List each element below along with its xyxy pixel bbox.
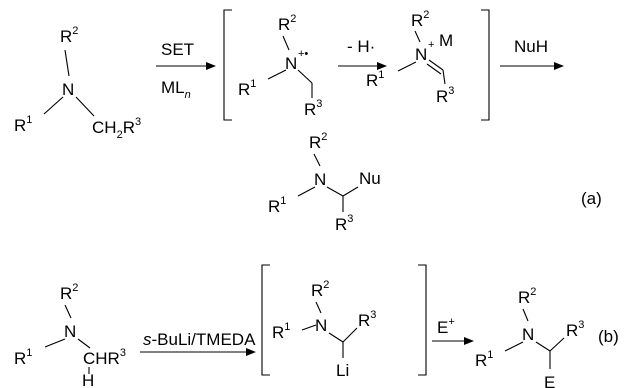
bond-n-c bbox=[326, 186, 344, 197]
r1-label: R1 bbox=[14, 347, 32, 368]
amine-b: R2 N R1 CHR3 H bbox=[14, 282, 126, 388]
n-atom: N bbox=[64, 322, 76, 341]
bond-n-c bbox=[77, 338, 91, 349]
r1-label: R1 bbox=[14, 114, 32, 135]
n-atom: N bbox=[314, 170, 326, 189]
bond-n-r2 bbox=[282, 35, 290, 51]
chr3-label: CHR3 bbox=[83, 347, 126, 368]
arrow-h-loss: - H· bbox=[338, 37, 387, 70]
r3-label: R3 bbox=[304, 98, 322, 119]
n-atom: N bbox=[62, 80, 74, 99]
bond-n-r2 bbox=[313, 153, 321, 167]
r1-label: R1 bbox=[366, 69, 384, 90]
arrow-set-head bbox=[206, 62, 216, 70]
bond-n-c-double-2 bbox=[426, 63, 442, 75]
bond-n-r1 bbox=[44, 338, 66, 348]
bond-n-r1 bbox=[504, 341, 524, 352]
iminium-charge: + bbox=[428, 39, 434, 51]
iminium-intermediate: R2 N + M R1 R3 bbox=[366, 9, 454, 106]
h-atom: H bbox=[82, 371, 94, 388]
bond-c-r3 bbox=[549, 337, 565, 352]
bond-c-nu bbox=[342, 186, 359, 197]
r3-label: R3 bbox=[358, 309, 376, 330]
arrow-electrophile-head bbox=[464, 337, 474, 345]
arrow-electrophile: E+ bbox=[432, 316, 474, 345]
arrow-set: SET MLn bbox=[156, 40, 216, 101]
bracket-left bbox=[223, 9, 232, 121]
radical-cation: R2 N +• R1 R3 bbox=[238, 13, 322, 119]
arrow-h-loss-head bbox=[377, 62, 387, 70]
bond-c-r3 bbox=[342, 327, 358, 343]
r3-label: R3 bbox=[335, 213, 353, 234]
metal-label: M bbox=[439, 31, 453, 50]
bond-n-c bbox=[328, 332, 344, 343]
r1-label: R1 bbox=[268, 195, 286, 216]
r2-label: R2 bbox=[278, 13, 296, 34]
scheme-b-label: (b) bbox=[598, 327, 619, 346]
r1-label: R1 bbox=[272, 321, 290, 342]
radical-cation-charge: +• bbox=[298, 48, 308, 60]
n-atom: N bbox=[285, 54, 297, 73]
product-b: R2 N R1 R3 E bbox=[475, 286, 584, 388]
r2-label: R2 bbox=[60, 25, 78, 46]
arrow-nuh: NuH bbox=[500, 37, 564, 70]
bond-n-r1 bbox=[267, 69, 287, 80]
bond-n-c bbox=[297, 69, 313, 84]
r2-label: R2 bbox=[309, 131, 327, 152]
amine-a: R2 N R1 CH2R3 bbox=[14, 25, 141, 141]
arrow-lithiation-head bbox=[246, 348, 256, 356]
bond-n-c-double-1 bbox=[428, 59, 444, 71]
arrow-electrophile-label: E+ bbox=[437, 316, 455, 337]
bond-n-ch2 bbox=[75, 96, 95, 117]
r3-label: R3 bbox=[436, 85, 454, 106]
arrow-set-bottom-label: MLn bbox=[161, 78, 191, 101]
bracket-right bbox=[418, 264, 427, 376]
ch2r3-label: CH2R3 bbox=[92, 116, 141, 141]
scheme-b: R2 N R1 CHR3 H s-BuLi/TMEDA R2 N R1 bbox=[14, 264, 619, 388]
r2-label: R2 bbox=[411, 9, 429, 30]
bond-n-r2 bbox=[64, 49, 70, 77]
bracket-left bbox=[261, 264, 270, 376]
arrow-lithiation-label: s-BuLi/TMEDA bbox=[143, 330, 256, 349]
arrow-nuh-head bbox=[554, 62, 564, 70]
bond-c-r3 bbox=[442, 69, 446, 85]
r2-label: R2 bbox=[518, 286, 536, 307]
bond-n-r2 bbox=[315, 301, 322, 314]
n-atom: N bbox=[522, 325, 534, 344]
r2-label: R2 bbox=[311, 279, 329, 300]
r1-label: R1 bbox=[238, 78, 256, 99]
bond-n-c bbox=[535, 341, 551, 352]
bracket-right bbox=[481, 9, 490, 121]
r3-label: R3 bbox=[566, 319, 584, 340]
n-atom: N bbox=[415, 45, 427, 64]
bond-n-r1 bbox=[297, 186, 316, 197]
arrow-h-loss-label: - H· bbox=[347, 37, 375, 56]
product-a: R2 N R1 Nu R3 bbox=[268, 131, 381, 234]
bond-n-r1 bbox=[43, 96, 64, 115]
scheme-a-label: (a) bbox=[581, 189, 602, 208]
bond-n-r1 bbox=[397, 61, 417, 72]
bond-n-r2 bbox=[64, 304, 72, 319]
lithio-intermediate: R2 N R1 R3 Li bbox=[272, 279, 376, 380]
arrow-set-top-label: SET bbox=[161, 40, 194, 59]
arrow-nuh-label: NuH bbox=[514, 37, 548, 56]
arrow-lithiation: s-BuLi/TMEDA bbox=[140, 330, 256, 356]
bond-n-r1 bbox=[301, 324, 317, 331]
bond-n-r2 bbox=[522, 308, 529, 322]
nu-label: Nu bbox=[359, 169, 381, 188]
bond-n-r2 bbox=[414, 30, 421, 43]
r2-label: R2 bbox=[60, 282, 78, 303]
n-atom: N bbox=[315, 316, 327, 335]
e-label: E bbox=[544, 373, 555, 388]
scheme-a: R2 N R1 CH2R3 SET MLn R2 N +• R1 bbox=[14, 9, 602, 234]
r1-label: R1 bbox=[475, 349, 493, 370]
li-label: Li bbox=[336, 361, 349, 380]
